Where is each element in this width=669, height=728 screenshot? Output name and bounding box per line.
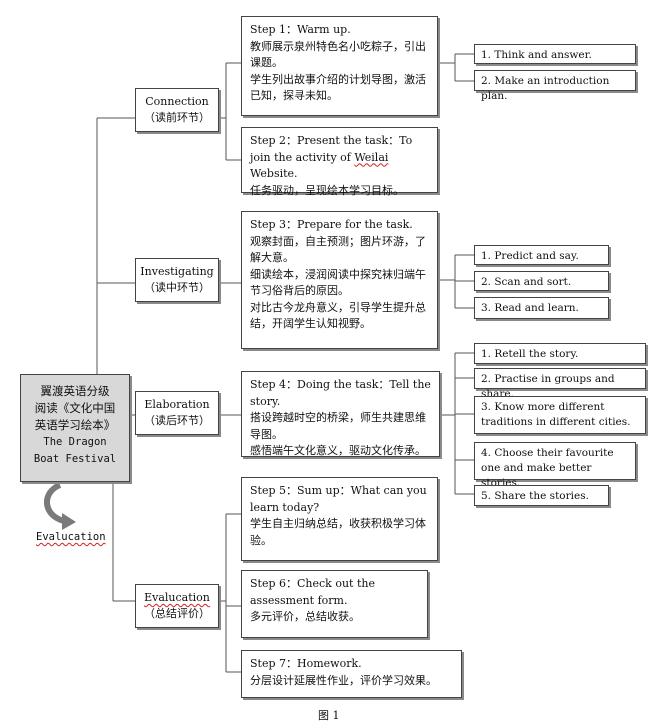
step-body: 细读绘本，浸润阅读中探究袜归端午节习俗背后的原因。: [250, 267, 426, 298]
step-4-box: Step 4：Doing the task：Tell the story. 搭设…: [241, 371, 440, 457]
central-topic-line2: 阅读《文化中国: [34, 401, 116, 415]
step-2-box: Step 2：Present the task：To join the acti…: [241, 127, 438, 197]
phase-title: Elaboration: [144, 398, 210, 411]
sub-label: 2. Make an introduction plan.: [481, 75, 610, 102]
step-body: 学生自主归纳总结，收获积极学习体验。: [250, 517, 426, 547]
sub-label: 4. Choose their favourite one and make b…: [481, 447, 614, 489]
cycle-arrow-icon: [44, 482, 76, 530]
step-title-text: Step 2：Present the task：To join the acti…: [250, 134, 413, 164]
step-title: Step 7：Homework.: [250, 657, 362, 670]
step-body: 任务驱动，呈现绘本学习目标。: [250, 183, 404, 197]
step-body: 教师展示泉州特色名小吃粽子，引出课题。: [250, 39, 426, 70]
step-body: 观察封面，自主预测；图片环游，了解大意。: [250, 234, 426, 265]
step-3-box: Step 3：Prepare for the task. 观察封面，自主预测；图…: [241, 211, 438, 349]
sub-label: 3. Read and learn.: [481, 302, 579, 314]
sub-label: 1. Retell the story.: [481, 348, 579, 360]
step-title: Step 3：Prepare for the task.: [250, 218, 413, 231]
sub-label: 2. Scan and sort.: [481, 276, 572, 288]
central-topic-line1: 翼渡英语分级: [40, 384, 110, 398]
central-topic-line5: Boat Festival: [33, 453, 117, 465]
step-title-website: Weilai: [354, 150, 389, 164]
step-body: 分层设计延展性作业，评价学习效果。: [250, 673, 437, 687]
step-title: Step 1：Warm up.: [250, 23, 351, 36]
sub-think-and-answer: 1. Think and answer.: [474, 44, 636, 64]
sub-share-stories: 5. Share the stories.: [474, 485, 609, 506]
sub-label: 3. Know more different traditions in dif…: [481, 401, 631, 428]
step-7-box: Step 7：Homework. 分层设计延展性作业，评价学习效果。: [241, 650, 462, 698]
central-topic-box: 翼渡英语分级 阅读《文化中国 英语学习绘本》 The Dragon Boat F…: [20, 374, 130, 482]
phase-subtitle: （总结评价）: [144, 607, 210, 620]
phase-subtitle: （读中环节）: [144, 281, 210, 294]
sub-scan-and-sort: 2. Scan and sort.: [474, 271, 609, 291]
phase-title: Evalucation: [144, 591, 210, 604]
step-body: 多元评价，总结收获。: [250, 610, 360, 623]
sub-label: 1. Predict and say.: [481, 250, 579, 262]
sub-make-plan: 2. Make an introduction plan.: [474, 70, 636, 102]
sub-predict-and-say: 1. Predict and say.: [474, 245, 609, 265]
step-body: 感悟端午文化意义，驱动文化传承。: [250, 444, 426, 457]
figure-caption: 图 1: [318, 709, 340, 722]
phase-connection: Connection （读前环节）: [135, 88, 219, 132]
sub-practise-groups: 2. Practise in groups and share.: [474, 368, 646, 400]
step-body: 学生列出故事介绍的计划导图，激活已知，探寻未知。: [250, 72, 426, 103]
step-title: Step 5：Sum up：What can you learn today?: [250, 484, 427, 514]
step-6-box: Step 6：Check out the assessment form. 多元…: [241, 570, 428, 638]
central-topic-line3: 英语学习绘本》: [34, 418, 116, 432]
sub-retell-story: 1. Retell the story.: [474, 343, 646, 364]
step-1-box: Step 1：Warm up. 教师展示泉州特色名小吃粽子，引出课题。 学生列出…: [241, 16, 438, 116]
sub-read-and-learn: 3. Read and learn.: [474, 297, 609, 319]
sub-choose-favourite: 4. Choose their favourite one and make b…: [474, 442, 636, 489]
phase-investigating: Investigating （读中环节）: [135, 258, 219, 302]
sub-label: 1. Think and answer.: [481, 49, 592, 61]
step-body: 搭设跨越时空的桥梁，师生共建思维导图。: [250, 411, 426, 441]
phase-subtitle: （读后环节）: [144, 414, 210, 427]
evaluation-label: Evalucation: [36, 531, 106, 543]
phase-title: Connection: [145, 95, 209, 108]
phase-title: Investigating: [140, 265, 214, 278]
step-title: Step 4：Doing the task：Tell the story.: [250, 378, 431, 408]
phase-subtitle: （读前环节）: [144, 111, 210, 124]
step-title: Step 2：Present the task：To join the acti…: [250, 133, 429, 183]
sub-label: 5. Share the stories.: [481, 490, 589, 502]
step-5-box: Step 5：Sum up：What can you learn today? …: [241, 477, 438, 561]
sub-know-traditions: 3. Know more different traditions in dif…: [474, 396, 646, 434]
step-body: 对比古今龙舟意义，引导学生提升总结，开阔学生认知视野。: [250, 300, 426, 331]
step-title: Step 6：Check out the assessment form.: [250, 577, 375, 607]
phase-evaluation: Evalucation （总结评价）: [135, 584, 219, 628]
central-topic-line4: The Dragon: [43, 436, 107, 448]
step-title-end: Website.: [250, 167, 298, 180]
phase-elaboration: Elaboration （读后环节）: [135, 391, 219, 435]
